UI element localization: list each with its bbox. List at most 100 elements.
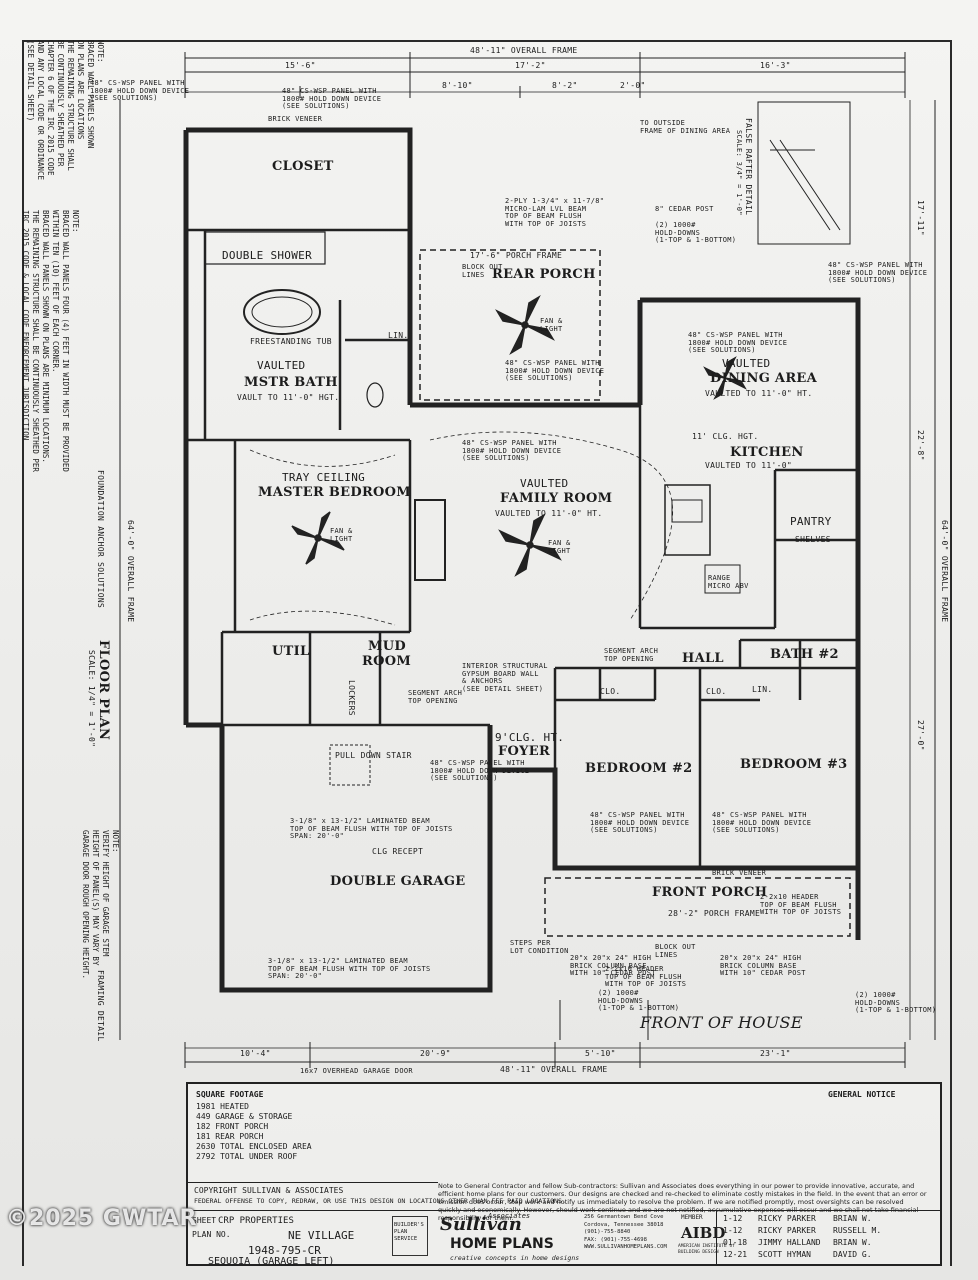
general-notice: GENERAL NOTICE xyxy=(828,1090,896,1099)
callout-brick-column-left: 20"x 20"x 24" HIGH BRICK COLUMN BASE WIT… xyxy=(570,954,656,978)
label-family-room-vault: VAULTED TO 11'-0" HT. xyxy=(495,509,603,518)
room-bedroom3: BEDROOM #3 xyxy=(740,757,848,772)
callout-hold-downs-front: (2) 1000# HOLD-DOWNS (1-TOP & 1-BOTTOM) xyxy=(598,989,680,1013)
callout-brick-veneer-front: BRICK VENEER xyxy=(712,869,767,877)
room-rear-porch: REAR PORCH xyxy=(492,267,596,282)
label-clo-1: CLO. xyxy=(600,687,621,696)
label-lin-hall: LIN. xyxy=(752,685,773,694)
room-foyer-clg: 9'CLG. HT. xyxy=(495,731,565,744)
room-dining-sub: VAULTED xyxy=(722,357,771,370)
dim-bottom-4: 23'-1" xyxy=(760,1049,791,1058)
brand-address: 256 Germantown Bend Cove Cordova, Tennes… xyxy=(584,1214,667,1250)
sheet-border-top xyxy=(22,40,952,42)
room-bath2: BATH #2 xyxy=(770,647,839,662)
callout-range: RANGE MICRO ABV xyxy=(708,574,749,590)
label-mstr-bath-vault: VAULT TO 11'-0" HGT. xyxy=(237,393,340,402)
callout-cs-wsp-porch: 48" CS-WSP PANEL WITH 1800# HOLD DOWN DE… xyxy=(505,359,605,383)
room-closet: CLOSET xyxy=(272,159,334,174)
room-mstr-bath-sub: VAULTED xyxy=(257,359,306,372)
left-note-braced-walls: NOTE: BRACED WALL PANELS SHOWN ON PLANS … xyxy=(26,40,105,180)
dim-overall-top: 48'-11" OVERALL FRAME xyxy=(470,46,578,55)
label-kitchen-clg: 11' CLG. HGT. xyxy=(692,432,759,441)
callout-header-front: 2-2x10 HEADER TOP OF BEAM FLUSH WITH TOP… xyxy=(605,965,687,989)
callout-cs-wsp-dining: 48" CS-WSP PANEL WITH 1800# HOLD DOWN DE… xyxy=(688,331,788,355)
room-master-bedroom: MASTER BEDROOM xyxy=(258,485,411,500)
rev-2-date: 1-12 xyxy=(723,1226,743,1235)
plan-name: SEQUOIA (GARAGE LEFT) xyxy=(208,1256,335,1267)
lone-village: NE VILLAGE xyxy=(288,1229,355,1242)
rev-2-checked: RUSSELL M. xyxy=(833,1226,882,1235)
dim-overall-left: 64'-0" OVERALL FRAME xyxy=(126,520,135,623)
aibd-sub: AMERICAN INSTITUTE of BUILDING DESIGN xyxy=(678,1244,735,1255)
rev-3-drawn: JIMMY HALLAND xyxy=(758,1238,821,1247)
callout-cs-wsp-top: 48" CS-WSP PANEL WITH 1800# HOLD DOWN DE… xyxy=(282,87,382,111)
rev-3-checked: BRIAN W. xyxy=(833,1238,872,1247)
rev-1-checked: BRIAN W. xyxy=(833,1214,872,1223)
label-dining-vault: VAULTED TO 11'-0" HT. xyxy=(705,389,813,398)
dim-right-2: 22'-8" xyxy=(916,430,925,461)
callout-block-out-top: BLOCK OUT LINES xyxy=(462,263,503,279)
dim-bottom-3: 5'-10" xyxy=(585,1049,616,1058)
callout-out-of-frame: TO OUTSIDE FRAME OF DINING AREA xyxy=(640,119,731,135)
sqft-line-6: 2792 TOTAL UNDER ROOF xyxy=(196,1152,298,1161)
dim-top2-2: 8'-2" xyxy=(552,81,578,90)
brand-tagline: creative concepts in home designs xyxy=(450,1254,580,1262)
foundation-anchor-title: FOUNDATION ANCHOR SOLUTIONS xyxy=(96,470,105,609)
sqft-line-4: 181 REAR PORCH xyxy=(196,1132,264,1141)
garage-note: NOTE: VERIFY HEIGHT OF GARAGE STEM HEIGH… xyxy=(81,830,120,980)
room-kitchen: KITCHEN xyxy=(730,445,804,460)
callout-hold-downs-top: (2) 1000# HOLD-DOWNS (1-TOP & 1-BOTTOM) xyxy=(655,221,737,245)
callout-segment-arch: SEGMENT ARCH TOP OPENING xyxy=(604,647,659,663)
callout-micro-lam: 2-PLY 1-3/4" x 11-7/8" MICRO-LAM LVL BEA… xyxy=(505,197,605,229)
plan-number: 1948-795-CR xyxy=(248,1244,321,1257)
callout-cedar-post: 8" CEDAR POST xyxy=(655,205,714,213)
callout-interior-gypsum: INTERIOR STRUCTURAL GYPSUM BOARD WALL & … xyxy=(462,662,548,694)
label-pull-down-stair: PULL DOWN STAIR xyxy=(335,751,412,760)
square-footage-title: SQUARE FOOTAGE xyxy=(196,1090,264,1099)
false-rafter-scale: SCALE: 3/4" = 1'-0" xyxy=(735,130,743,216)
dim-top-3: 16'-3" xyxy=(760,61,791,70)
callout-cs-wsp-bed3: 48" CS-WSP PANEL WITH 1800# HOLD DOWN DE… xyxy=(712,811,812,835)
room-double-shower: DOUBLE SHOWER xyxy=(222,249,312,262)
room-hall: HALL xyxy=(682,651,724,666)
sheet-border-right xyxy=(950,40,952,1266)
framing-detail-title: FRAMING DETAIL xyxy=(96,970,105,1042)
callout-garage-door: 16x7 OVERHEAD GARAGE DOOR xyxy=(300,1067,413,1075)
rev-1-drawn: RICKY PARKER xyxy=(758,1214,816,1223)
callout-fan-light-porch: FAN & LIGHT xyxy=(540,317,563,333)
label-lockers: LOCKERS xyxy=(347,680,356,716)
left-note-braced-panels: NOTE: BRACED WALL PANELS FOUR (4) FEET I… xyxy=(21,210,80,472)
dim-overall-right: 64'-0" OVERALL FRAME xyxy=(940,520,949,623)
dim-overall-bottom: 48'-11" OVERALL FRAME xyxy=(500,1065,608,1074)
room-mud: MUD xyxy=(368,639,406,654)
room-pantry: PANTRY xyxy=(790,515,832,528)
rev-4-checked: DAVID G. xyxy=(833,1250,872,1259)
rev-1-date: 1-12 xyxy=(723,1214,743,1223)
room-util: UTIL xyxy=(272,644,310,659)
room-bedroom2: BEDROOM #2 xyxy=(585,761,693,776)
callout-laminated-beam-door: 3-1/8" x 13-1/2" LAMINATED BEAM TOP OF B… xyxy=(268,957,431,981)
copyright: COPYRIGHT SULLIVAN & ASSOCIATES xyxy=(194,1186,344,1195)
false-rafter-title: FALSE RAFTER DETAIL xyxy=(744,118,753,216)
rev-3-date: 01-18 xyxy=(723,1238,748,1247)
label-freestanding-tub: FREESTANDING TUB xyxy=(250,337,332,346)
title-block: SQUARE FOOTAGE 1981 HEATED 449 GARAGE & … xyxy=(186,1082,942,1267)
rev-4-date: 12-21 xyxy=(723,1250,748,1259)
label-lin-bath: LIN. xyxy=(388,331,409,340)
label-front-of-house: FRONT OF HOUSE xyxy=(640,1013,803,1032)
callout-steps: STEPS PER LOT CONDITION xyxy=(510,939,569,955)
callout-fan-light-master: FAN & LIGHT xyxy=(330,527,353,543)
room-dining-area: DINING AREA xyxy=(710,371,818,386)
room-family-room: FAMILY ROOM xyxy=(500,491,613,506)
dim-right-1: 17'-11" xyxy=(916,200,925,236)
aibd-logo: AIBD xyxy=(681,1224,726,1242)
callout-cs-wsp-right: 48" CS-WSP PANEL WITH 1800# HOLD DOWN DE… xyxy=(828,261,928,285)
federal-offense: FEDERAL OFFENSE TO COPY, REDRAW, OR USE … xyxy=(194,1197,566,1205)
dim-top-2: 17'-2" xyxy=(515,61,546,70)
callout-cs-wsp-left: 48" CS-WSP PANEL WITH 1800# HOLD DOWN DE… xyxy=(90,79,190,103)
room-mstr-bath: MSTR BATH xyxy=(244,375,338,390)
dim-right-3: 27'-0" xyxy=(916,720,925,751)
crp-properties: CRP PROPERTIES xyxy=(218,1216,294,1226)
callout-hold-downs-right: (2) 1000# HOLD-DOWNS (1-TOP & 1-BOTTOM) xyxy=(855,991,937,1015)
callout-block-out-front: BLOCK OUT LINES xyxy=(655,943,696,959)
